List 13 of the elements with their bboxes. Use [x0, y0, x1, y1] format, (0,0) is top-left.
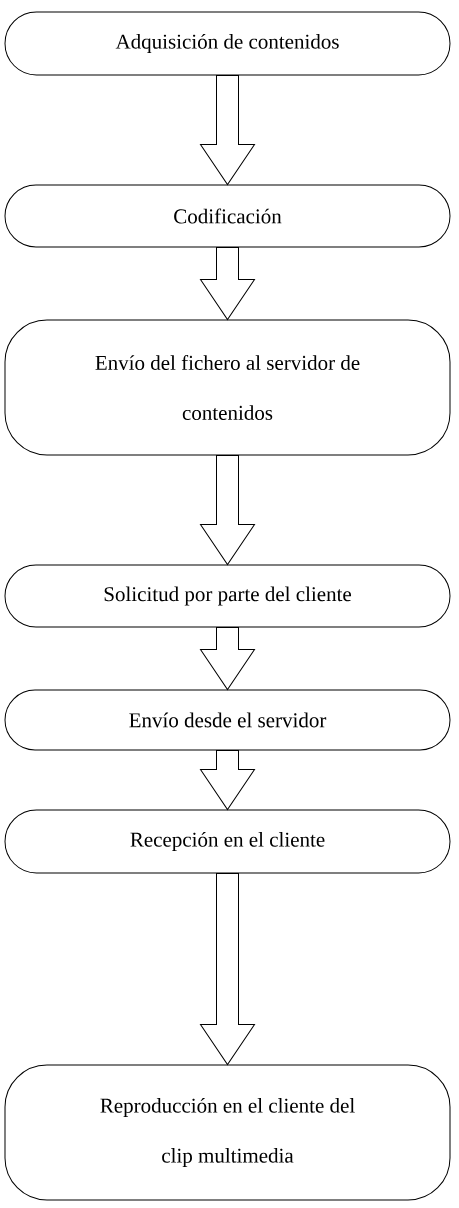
- process-box: Envío desde el servidor: [4, 689, 451, 751]
- block-arrow: [200, 873, 255, 1065]
- process-box: Envío del fichero al servidor de contenidos: [4, 319, 451, 456]
- block-arrow: [200, 627, 255, 690]
- process-box: Codificación: [4, 184, 451, 248]
- process-box: Solicitud por parte del cliente: [4, 564, 451, 628]
- process-box: Reproducción en el cliente del clip multimedia: [4, 1064, 451, 1201]
- block-arrow: [200, 247, 255, 320]
- block-arrow: [200, 750, 255, 810]
- process-box: Recepción en el cliente: [4, 809, 451, 874]
- block-arrow: [200, 75, 255, 185]
- process-box: Adquisición de contenidos: [4, 11, 451, 76]
- block-arrow: [200, 455, 255, 565]
